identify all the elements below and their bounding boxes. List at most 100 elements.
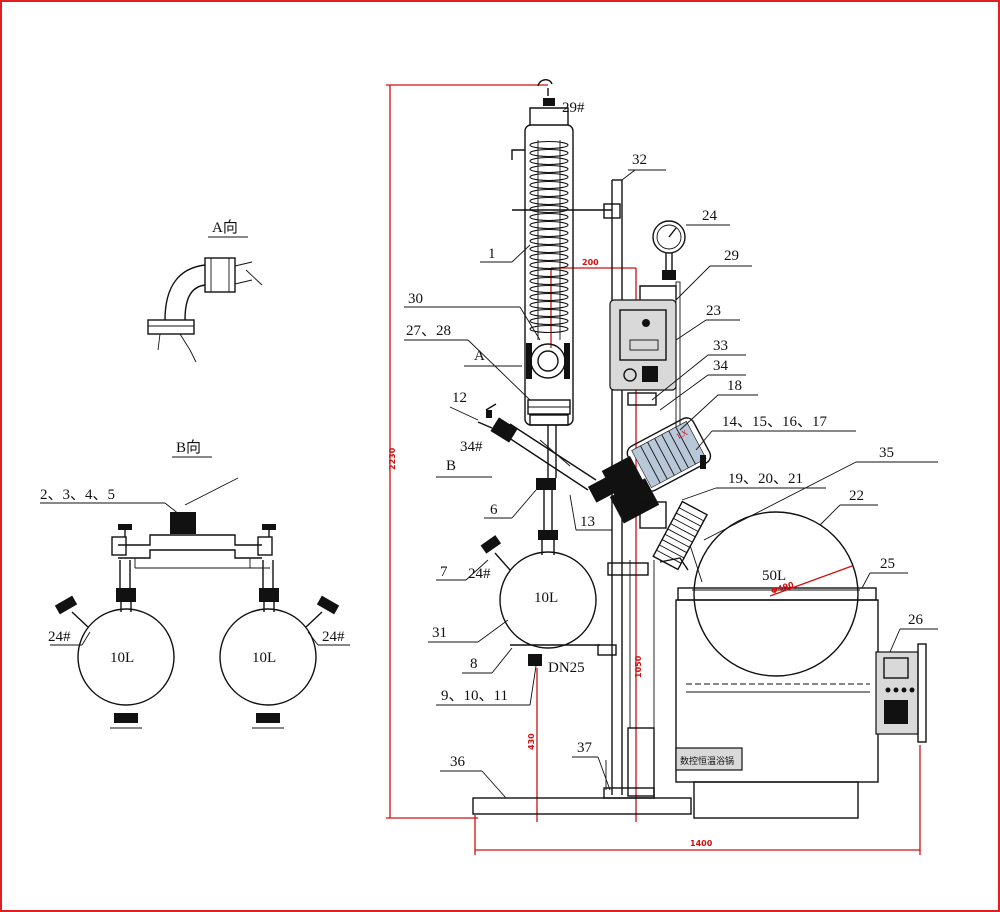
b-left-valve[interactable] (111, 536, 127, 556)
callout-6: 6 (490, 502, 498, 518)
coil-loop (529, 164, 569, 174)
a-view: A向 (147, 219, 263, 363)
callout-13: 13 (580, 514, 595, 530)
callout-14: 14、15、16、17 (722, 414, 828, 430)
condenser-valve (530, 343, 566, 379)
condenser-coil (529, 140, 569, 334)
bath-display (883, 657, 909, 679)
coil-loop (529, 300, 569, 310)
receiver-side-valve[interactable] (480, 535, 502, 554)
a-flange-bottom (147, 319, 195, 335)
coil-loop (529, 156, 569, 166)
coil-loop (529, 292, 569, 302)
callout-7: 7 (440, 564, 448, 580)
callout-1: 1 (488, 246, 496, 262)
b-left-outlet (114, 713, 138, 723)
coil-loop (529, 212, 569, 222)
callout-31: 31 (432, 625, 447, 641)
seal-clamp (587, 477, 615, 503)
receiving-flask (499, 551, 597, 649)
rotary-shaft (652, 500, 708, 571)
b-right-valve-label: 24# (322, 629, 345, 645)
callout-35: 35 (879, 445, 894, 461)
dim-offset: 200 (582, 258, 599, 267)
b-right-side-valve[interactable] (316, 595, 340, 615)
coil-loop (529, 228, 569, 238)
callout-34h: 34# (460, 439, 483, 455)
coil-loop (529, 324, 569, 334)
b-parts-label: 2、3、4、5 (40, 487, 115, 503)
coil-loop (529, 220, 569, 230)
b-right-flask (219, 608, 317, 706)
b-right-clamp (259, 588, 279, 602)
coil-loop (529, 140, 569, 150)
control-switch[interactable] (642, 366, 658, 382)
a-flange-top (204, 257, 236, 293)
callout-36: 36 (450, 754, 466, 770)
receiving-flask-label: 10L (534, 590, 558, 606)
callout-24: 24 (702, 208, 718, 224)
callout-29: 29 (724, 248, 739, 264)
coil-loop (529, 180, 569, 190)
coil-loop (529, 316, 569, 326)
receiver-clamp (536, 478, 556, 490)
coil-loop (529, 204, 569, 214)
lift-cylinder (627, 727, 655, 797)
callout-34: 34 (713, 358, 729, 374)
stand-clamp (607, 562, 649, 576)
control-knob[interactable] (623, 368, 637, 382)
coil-loop (529, 148, 569, 158)
a-view-title: A向 (212, 219, 238, 236)
dim-height-mid: 1050 (634, 655, 643, 678)
coil-loop (529, 284, 569, 294)
callout-18: 18 (727, 378, 742, 394)
coil-loop (529, 188, 569, 198)
callout-33: 33 (713, 338, 728, 354)
evaporating-flask-label: 50L (762, 568, 786, 584)
callout-23: 23 (706, 303, 721, 319)
coil-loop (529, 196, 569, 206)
evaporating-flask (693, 511, 859, 677)
callout-2728: 27、28 (406, 323, 451, 339)
b-left-flask-label: 10L (110, 650, 134, 666)
b-view-title: B向 (176, 439, 201, 456)
bath-stand (693, 781, 859, 819)
flask-diameter-line (769, 565, 853, 597)
callout-29h: 29# (562, 100, 585, 116)
main-unit: 2230 1400 200 1050 430 (386, 79, 927, 855)
callout-37: 37 (577, 740, 593, 756)
coil-loop (529, 308, 569, 318)
a-elbow-inner (184, 284, 206, 321)
vapor-tube-clamp (490, 417, 518, 443)
callout-A: A (474, 348, 485, 364)
b-left-clamp (116, 588, 136, 602)
b-left-valve-label: 24# (48, 629, 71, 645)
callout-25: 25 (880, 556, 895, 572)
coil-loop (529, 268, 569, 278)
callout-12: 12 (452, 390, 467, 406)
b-left-side-valve[interactable] (54, 595, 78, 615)
coil-loop (529, 172, 569, 182)
callout-26: 26 (908, 612, 924, 628)
coil-loop (529, 236, 569, 246)
bath-power-switch[interactable] (884, 700, 908, 724)
pressure-gauge (652, 220, 686, 254)
motor-head (609, 478, 660, 524)
callout-24h: 24# (468, 566, 491, 582)
b-center-clamp (170, 512, 196, 534)
coil-loop (529, 244, 569, 254)
dim-height-low: 430 (527, 733, 536, 750)
b-right-valve[interactable] (257, 536, 273, 556)
bath-label: 数控恒温浴锅 (680, 755, 734, 766)
callout-8: 8 (470, 656, 478, 672)
coil-loop (529, 276, 569, 286)
outlet-label: DN25 (548, 660, 585, 676)
dim-total-height: 2230 (388, 447, 397, 470)
callout-19: 19、20、21 (728, 471, 803, 487)
b-left-flask (77, 608, 175, 706)
bottom-valve[interactable] (528, 654, 542, 666)
callout-22: 22 (849, 488, 864, 504)
callout-9: 9、10、11 (441, 688, 508, 704)
